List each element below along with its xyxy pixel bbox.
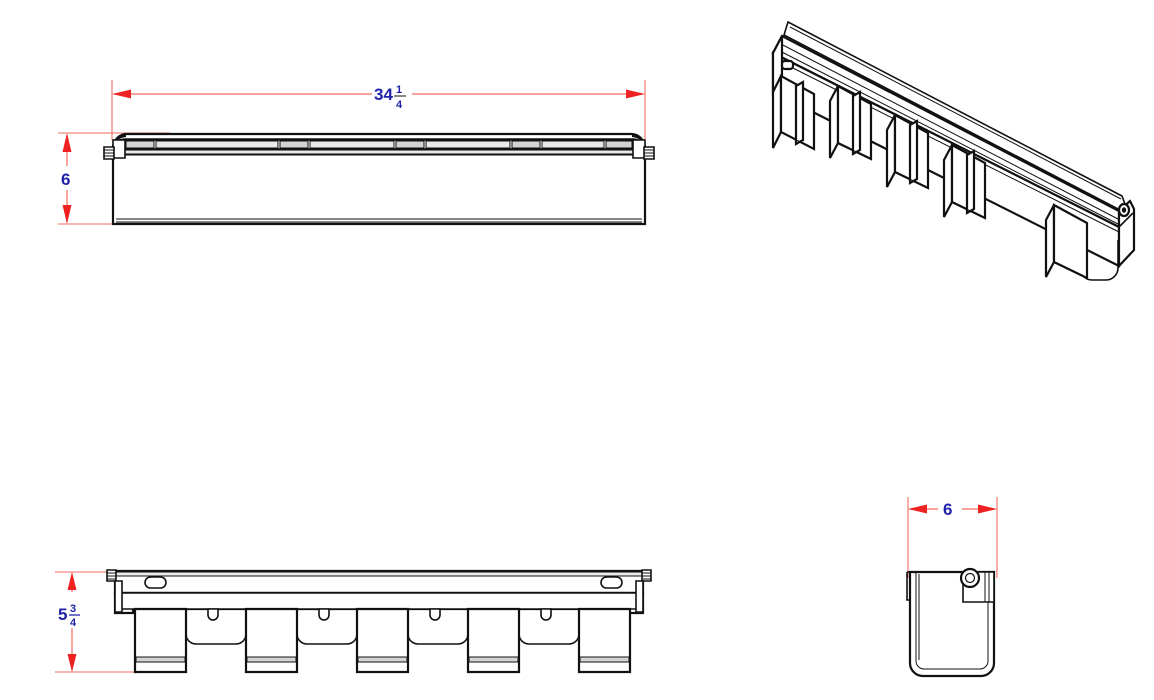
end-section-view: 6 (907, 497, 998, 676)
dim-endwidth-value: 6 (943, 500, 952, 519)
dim-legdepth-numerator: 3 (70, 603, 76, 615)
dim-legdepth-denominator: 4 (70, 617, 77, 629)
bottom-plan-view: 5 3 4 (55, 570, 651, 672)
grille-segments (123, 140, 635, 155)
front-elevation-view: 34 1 4 6 (58, 80, 654, 224)
dimension-overall-length-text: 34 1 4 (374, 84, 406, 111)
dimension-leg-depth-text: 5 3 4 (58, 603, 80, 629)
dim-height-value: 6 (61, 170, 70, 189)
dim-length-whole: 34 (374, 85, 393, 104)
front-top-rail (113, 136, 645, 158)
front-right-mounting-tab (644, 147, 654, 159)
dimension-overall-length-lines (111, 80, 646, 140)
isometric-view (773, 22, 1134, 280)
bottom-legs (135, 609, 630, 672)
dimension-end-width-lines (907, 497, 998, 578)
dim-length-denominator: 4 (396, 99, 403, 111)
front-left-mounting-tab (104, 147, 114, 159)
bottom-left-mounting-tab (107, 570, 122, 612)
bottom-right-mounting-tab (636, 570, 651, 612)
dim-length-numerator: 1 (396, 84, 402, 96)
isometric-legs (773, 76, 1087, 278)
dim-legdepth-whole: 5 (58, 605, 67, 624)
